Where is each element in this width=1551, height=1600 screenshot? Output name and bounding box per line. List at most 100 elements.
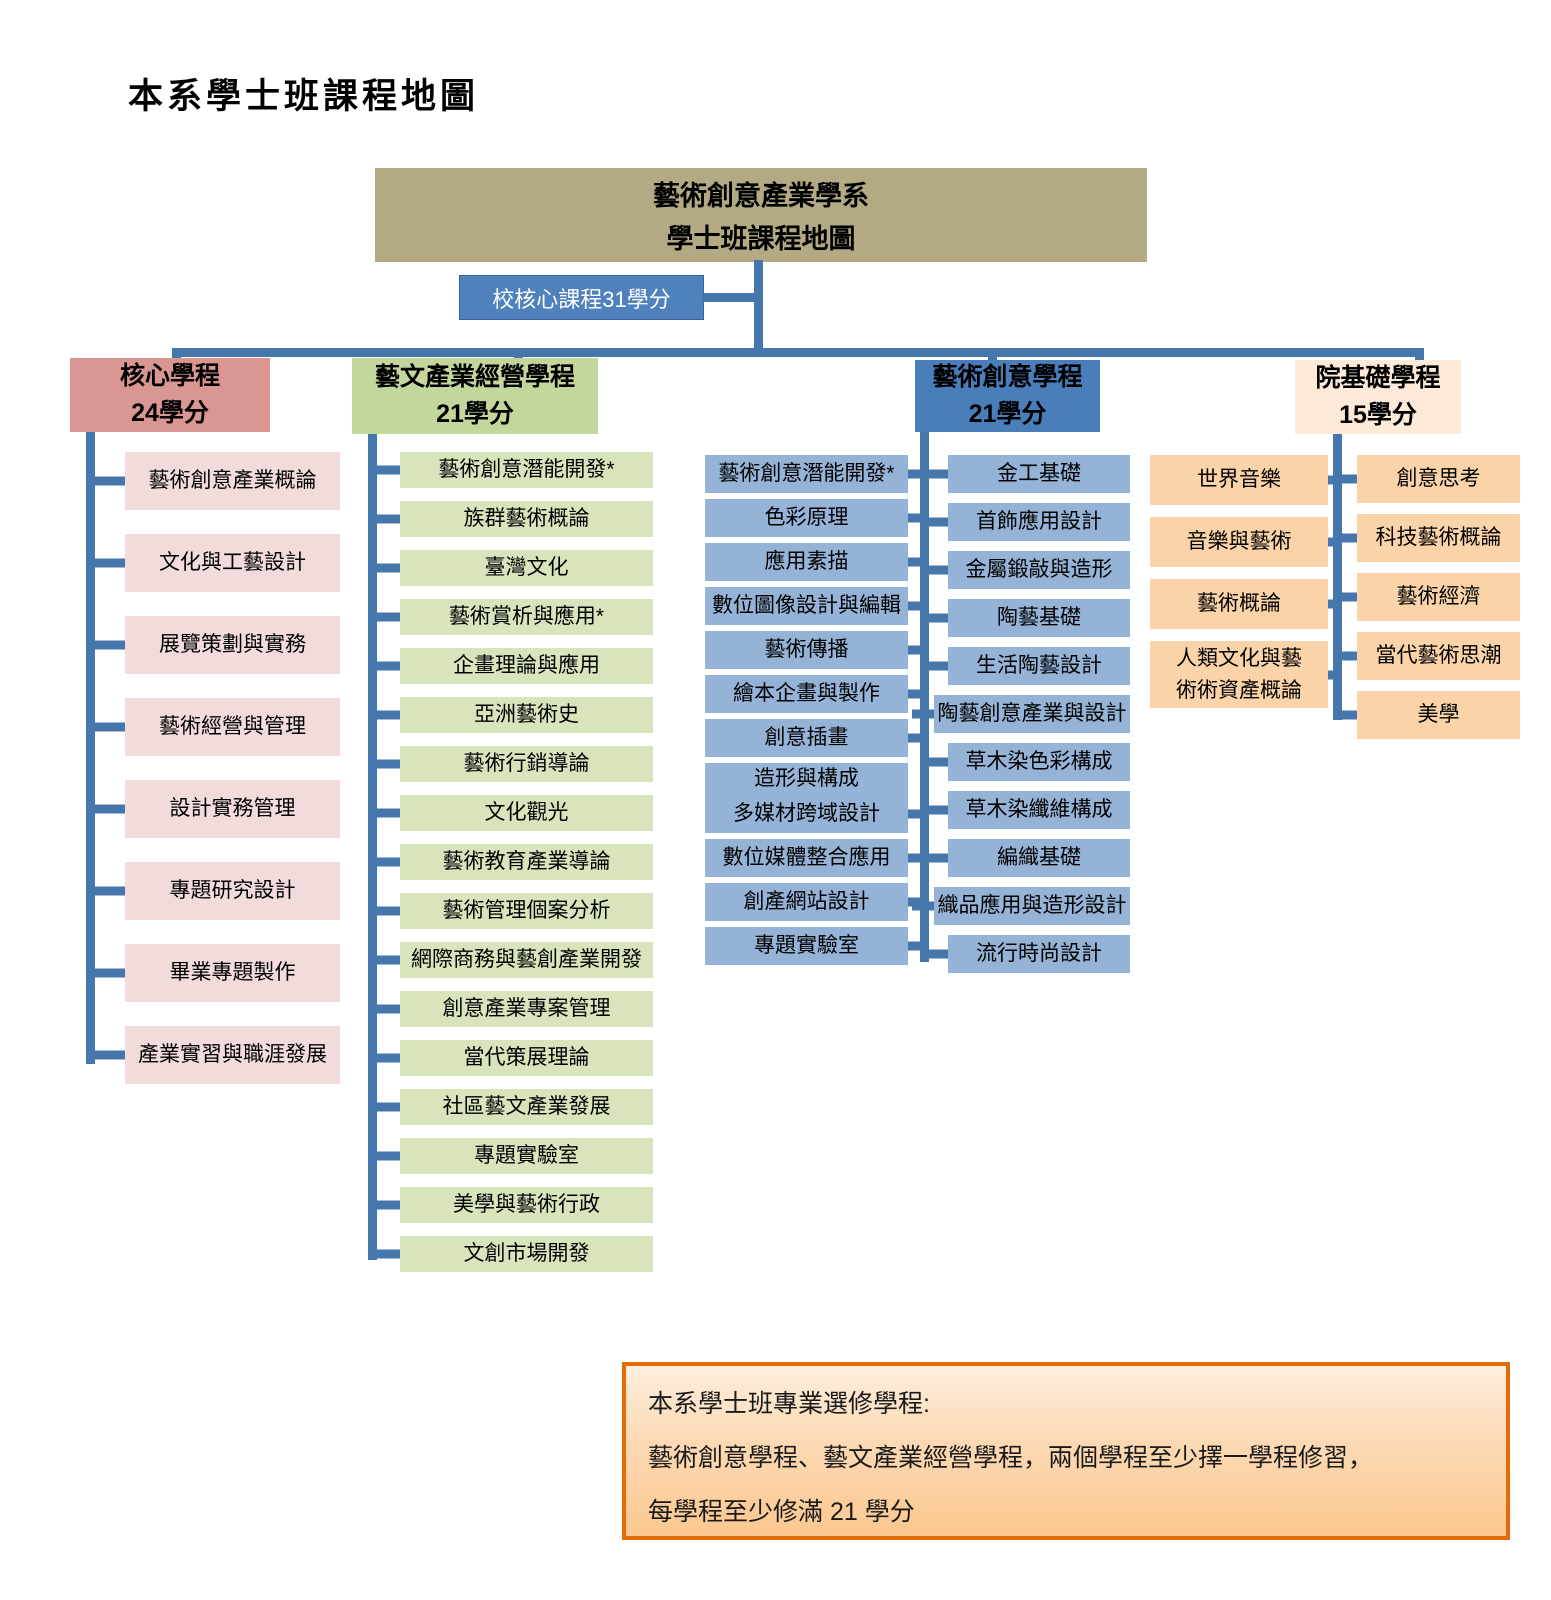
course-label: 藝術創意產業概論 [148, 469, 317, 493]
course-label: 當代策展理論 [463, 1046, 590, 1070]
course-label: 草木染色彩構成 [965, 750, 1113, 774]
course-item: 數位圖像設計與編輯 [705, 587, 908, 625]
business-course-list: 藝術創意潛能開發*族群藝術概論臺灣文化藝術賞析與應用*企畫理論與應用亞洲藝術史藝… [400, 452, 653, 1272]
course-item: 應用素描 [705, 543, 908, 581]
course-item: 美學 [1357, 691, 1520, 739]
program-title: 藝術創意學程 [932, 362, 1083, 391]
course-item: 多媒材跨域設計 [705, 795, 908, 833]
course-item: 金屬鍛敲與造形 [948, 551, 1130, 589]
core-course-list: 藝術創意產業概論文化與工藝設計展覽策劃與實務藝術經營與管理設計實務管理專題研究設… [125, 452, 340, 1084]
map-subtitle: 學士班課程地圖 [666, 224, 856, 254]
course-label: 數位圖像設計與編輯 [712, 594, 901, 618]
course-item: 織品應用與造形設計 [934, 887, 1130, 925]
course-item: 流行時尚設計 [948, 935, 1130, 973]
course-label: 文化與工藝設計 [159, 551, 306, 575]
course-label: 藝術創意潛能開發* [438, 458, 615, 482]
course-item: 人類文化與藝 術術資產概論 [1150, 641, 1328, 708]
course-item: 草木染色彩構成 [948, 743, 1130, 781]
connector-stub-foundation [1415, 352, 1424, 364]
department-root-box: 藝術創意產業學系 學士班課程地圖 [375, 168, 1147, 262]
course-label: 美學 [1417, 703, 1460, 727]
course-label: 社區藝文產業發展 [442, 1095, 611, 1119]
course-label: 專題實驗室 [474, 1144, 579, 1168]
course-item: 生活陶藝設計 [948, 647, 1130, 685]
course-label: 文創市場開發 [463, 1242, 590, 1266]
school-core-label: 校核心課程31學分 [492, 286, 671, 312]
course-label: 藝術經營與管理 [159, 715, 306, 739]
course-label: 科技藝術概論 [1375, 526, 1502, 550]
course-label: 陶藝基礎 [997, 606, 1081, 630]
course-item: 網際商務與藝創產業開發 [400, 942, 653, 978]
creative-course-list-right: 金工基礎首飾應用設計金屬鍛敲與造形陶藝基礎生活陶藝設計陶藝創意產業與設計草木染色… [934, 455, 1130, 973]
course-item: 產業實習與職涯發展 [125, 1026, 340, 1084]
course-item: 音樂與藝術 [1150, 517, 1328, 567]
connector-stub-core [172, 352, 181, 362]
course-item: 創意思考 [1357, 455, 1520, 503]
course-label: 產業實習與職涯發展 [138, 1043, 327, 1067]
department-name: 藝術創意產業學系 [653, 181, 869, 211]
course-item: 世界音樂 [1150, 455, 1328, 505]
course-item: 文創市場開發 [400, 1236, 653, 1272]
course-item: 藝術經營與管理 [125, 698, 340, 756]
course-label: 族群藝術概論 [463, 507, 590, 531]
program-header-creative: 藝術創意學程 21學分 [915, 360, 1100, 432]
program-credits: 24學分 [131, 399, 209, 427]
course-item: 繪本企畫與製作 [705, 675, 908, 713]
course-item: 首飾應用設計 [948, 503, 1130, 541]
note-line-1: 本系學士班專業選修學程: [648, 1390, 930, 1418]
course-item: 數位媒體整合應用 [705, 839, 908, 877]
course-label: 金工基礎 [997, 462, 1081, 486]
course-label: 專題研究設計 [169, 879, 296, 903]
course-label: 專題實驗室 [754, 934, 859, 958]
course-label: 生活陶藝設計 [976, 654, 1102, 678]
course-item: 藝術教育產業導論 [400, 844, 653, 880]
spine-foundation-program [1333, 434, 1342, 720]
course-item: 專題實驗室 [400, 1138, 653, 1174]
course-item: 草木染纖維構成 [948, 791, 1130, 829]
spine-core-program [86, 432, 95, 1064]
course-label: 流行時尚設計 [976, 942, 1102, 966]
foundation-course-list-right: 創意思考科技藝術概論藝術經濟當代藝術思潮美學 [1357, 455, 1520, 739]
course-item: 創意產業專案管理 [400, 991, 653, 1027]
spine-business-program [368, 434, 377, 1260]
course-item: 造形與構成 [705, 763, 908, 795]
course-item: 編織基礎 [948, 839, 1130, 877]
course-item: 陶藝基礎 [948, 599, 1130, 637]
program-title: 院基礎學程 [1315, 363, 1441, 392]
course-label: 多媒材跨域設計 [733, 802, 880, 826]
program-credits: 15學分 [1339, 401, 1417, 429]
course-item: 創意插畫 [705, 719, 908, 757]
course-item: 科技藝術概論 [1357, 514, 1520, 562]
course-label: 應用素描 [764, 550, 849, 574]
course-label: 金屬鍛敲與造形 [965, 558, 1113, 582]
course-label: 色彩原理 [764, 506, 849, 530]
course-item: 設計實務管理 [125, 780, 340, 838]
course-label: 織品應用與造形設計 [937, 894, 1127, 918]
course-label: 藝術傳播 [764, 638, 849, 662]
course-item: 陶藝創意產業與設計 [934, 695, 1130, 733]
course-label: 美學與藝術行政 [453, 1193, 600, 1217]
course-label: 創意產業專案管理 [442, 997, 611, 1021]
note-line-2: 藝術創意學程、藝文產業經營學程，兩個學程至少擇一學程修習， [648, 1443, 1374, 1472]
course-label: 畢業專題製作 [169, 961, 296, 985]
course-label: 創產網站設計 [743, 890, 870, 914]
course-item: 金工基礎 [948, 455, 1130, 493]
course-label: 藝術賞析與應用* [448, 605, 605, 629]
course-label: 造形與構成 [754, 767, 859, 791]
course-item: 文化觀光 [400, 795, 653, 831]
course-label: 藝術行銷導論 [463, 752, 590, 776]
course-item: 族群藝術概論 [400, 501, 653, 537]
course-label: 文化觀光 [484, 801, 569, 825]
course-item: 藝術創意潛能開發* [705, 455, 908, 493]
course-label: 草木染纖維構成 [965, 798, 1113, 822]
course-label: 設計實務管理 [169, 797, 296, 821]
program-header-foundation: 院基礎學程 15學分 [1295, 360, 1461, 434]
course-item: 專題實驗室 [705, 927, 908, 965]
course-label: 藝術創意潛能開發* [718, 462, 895, 486]
course-label: 編織基礎 [997, 846, 1081, 870]
spine-creative-program [920, 432, 929, 962]
course-item: 文化與工藝設計 [125, 534, 340, 592]
course-label: 創意思考 [1396, 467, 1481, 491]
course-label: 世界音樂 [1197, 468, 1281, 492]
